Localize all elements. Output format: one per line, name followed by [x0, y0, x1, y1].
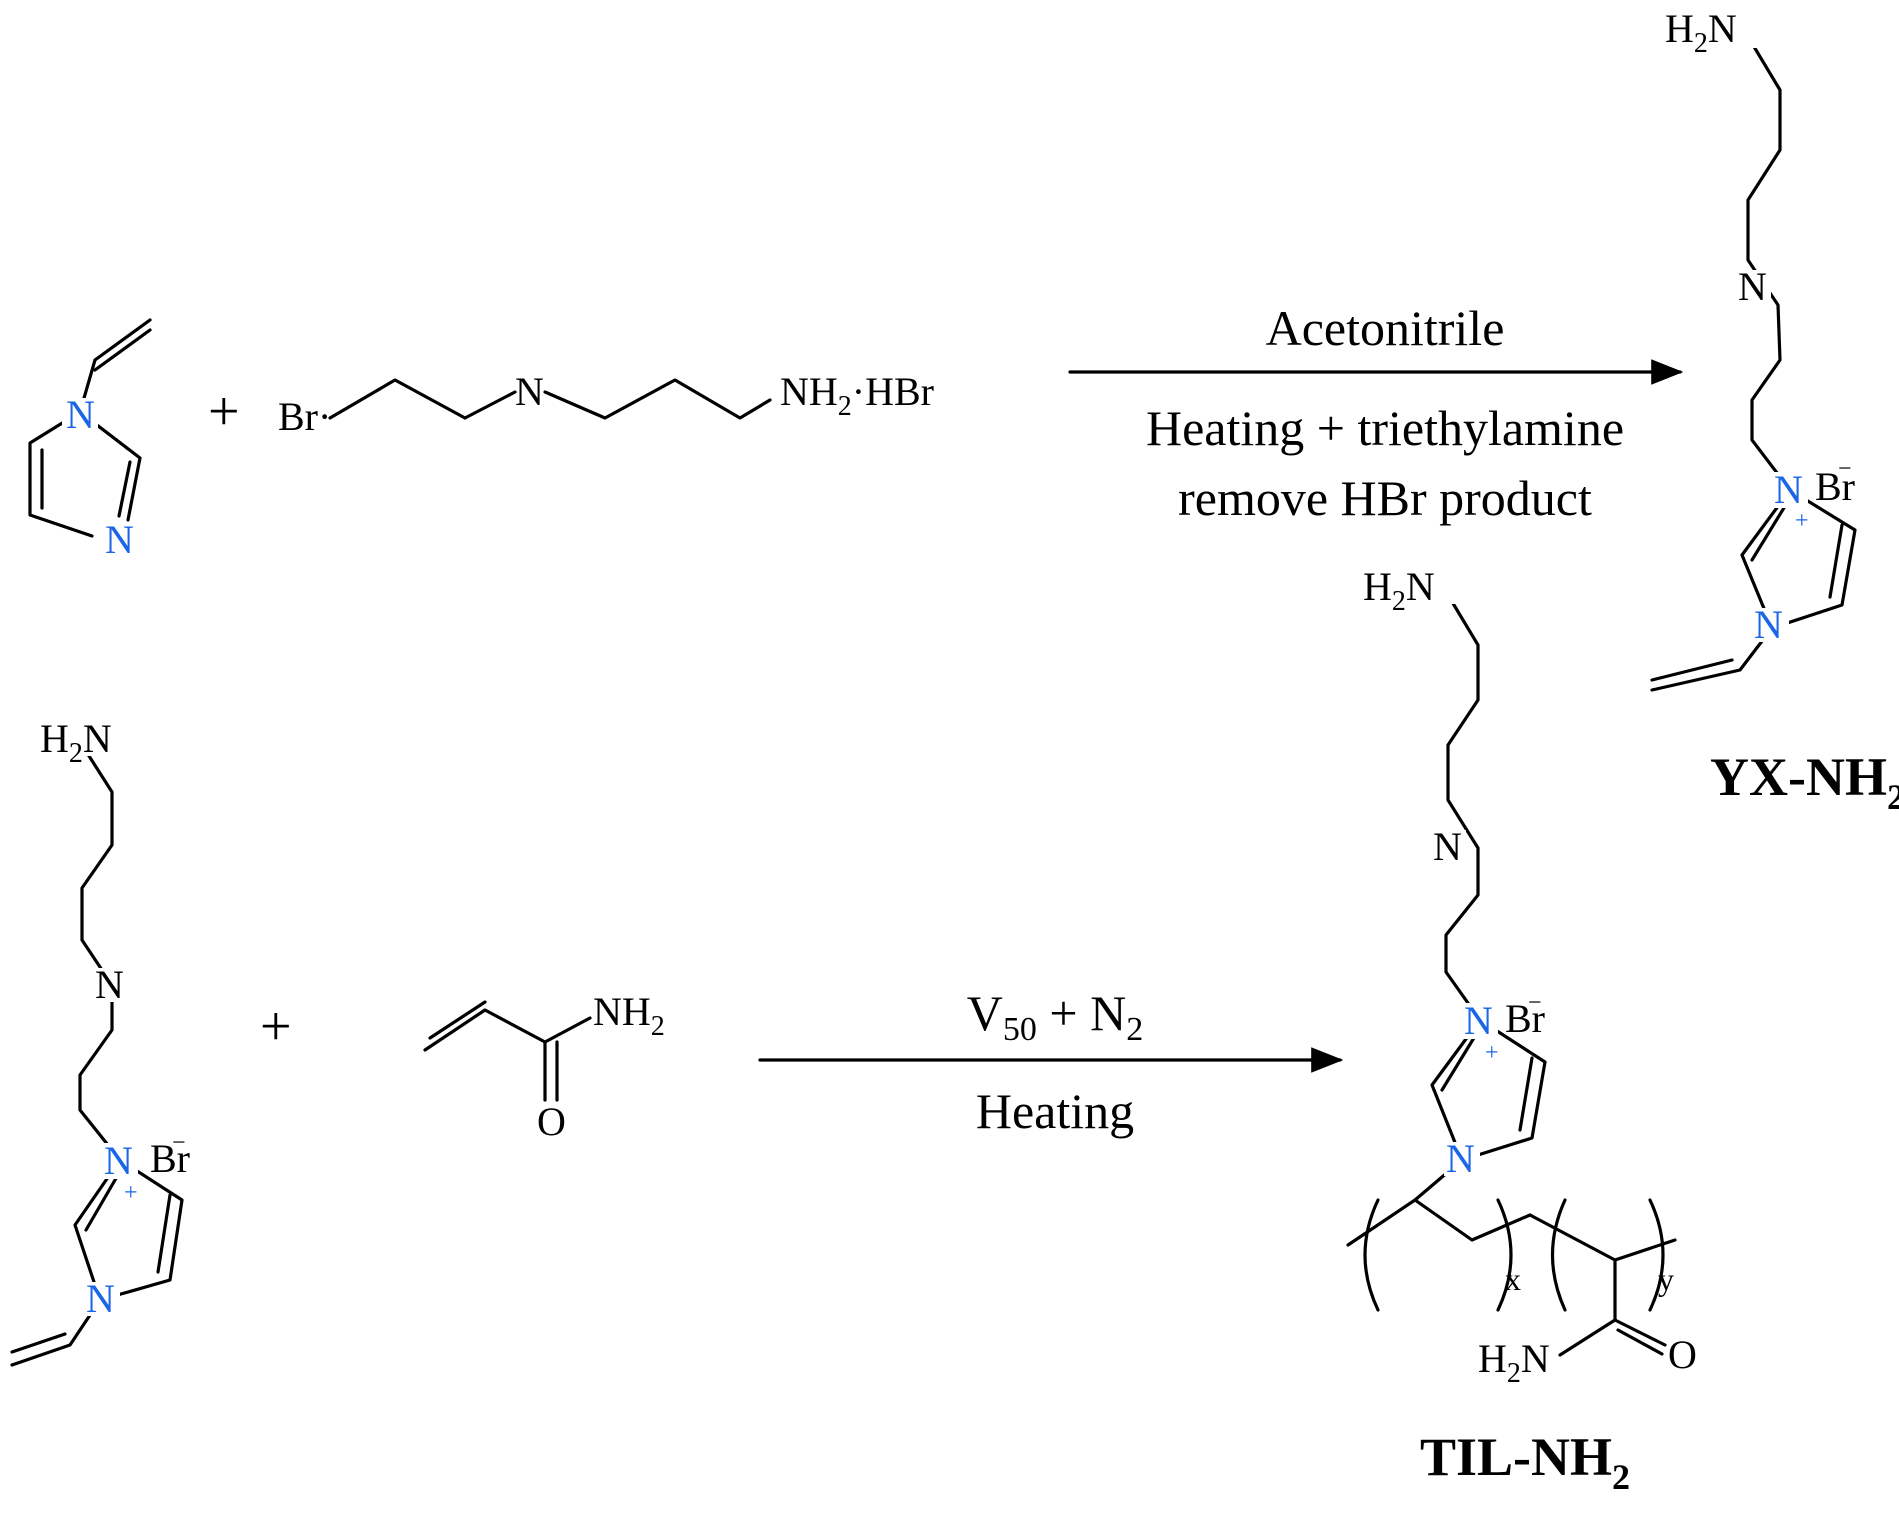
plus-sign-2: +	[260, 996, 292, 1058]
bromide-counterion: Br	[1505, 996, 1545, 1041]
bromoamine-reactant: Br· N NH2·HBr	[278, 369, 934, 439]
atom-n-plus: N	[1774, 467, 1803, 512]
terminal-amine-label: H2N	[40, 716, 112, 769]
atom-n-plus: N	[104, 1138, 133, 1183]
negative-charge: −	[172, 1130, 186, 1156]
negative-charge: −	[1528, 990, 1542, 1016]
subscript-x: x	[1505, 1261, 1521, 1297]
bromide-counterion: Br	[1815, 464, 1855, 509]
atom-n-secondary: N	[1738, 264, 1767, 309]
atom-n-secondary: N	[1433, 824, 1462, 869]
condition-heating-triethylamine: Heating + triethylamine	[1146, 400, 1624, 456]
amine-hbr-label: NH2·HBr	[780, 369, 934, 422]
acrylamide-reactant: NH2 O	[423, 989, 665, 1144]
atom-n-secondary: N	[95, 962, 124, 1007]
positive-charge: +	[1485, 1040, 1499, 1066]
atom-n-ring: N	[1754, 602, 1783, 647]
yx-nh2-reactant: H2N N N + Br − N	[10, 716, 190, 1367]
negative-charge: −	[1838, 456, 1852, 482]
yx-nh2-structure: H2N N N + Br − N	[1650, 6, 1857, 692]
amide-nh2-label: NH2	[593, 989, 665, 1042]
terminal-amine-label: H2N	[1665, 6, 1737, 59]
condition-heating: Heating	[976, 1083, 1134, 1139]
bromide-counterion: Br	[150, 1136, 190, 1181]
plus-sign-1: +	[208, 381, 240, 443]
terminal-amine-label: H2N	[1363, 564, 1435, 617]
atom-n-plus: N	[1464, 998, 1493, 1043]
condition-remove-hbr: remove HBr product	[1178, 470, 1592, 526]
til-nh2-structure: H2N N N + Br − N x y H2N O	[1346, 564, 1697, 1389]
condition-v50-n2: V50 + N2	[967, 985, 1143, 1048]
atom-n-ring: N	[86, 1276, 115, 1321]
amide-oxygen: O	[537, 1099, 566, 1144]
atom-n-chain: N	[515, 369, 544, 414]
positive-charge: +	[124, 1180, 138, 1206]
atom-n1: N	[66, 392, 95, 437]
atom-br: Br·	[278, 394, 331, 439]
subscript-y: y	[1658, 1261, 1674, 1297]
positive-charge: +	[1795, 508, 1809, 534]
product-name-yx-nh2: YX-NH2	[1710, 747, 1899, 817]
atom-n3: N	[105, 517, 134, 562]
amide-nh2-label: H2N	[1478, 1336, 1550, 1389]
atom-n-ring: N	[1446, 1136, 1475, 1181]
amide-oxygen: O	[1668, 1332, 1697, 1377]
vinylimidazole-reactant: N N	[28, 318, 152, 562]
condition-acetonitrile: Acetonitrile	[1266, 300, 1505, 356]
product-name-til-nh2: TIL-NH2	[1420, 1427, 1630, 1497]
